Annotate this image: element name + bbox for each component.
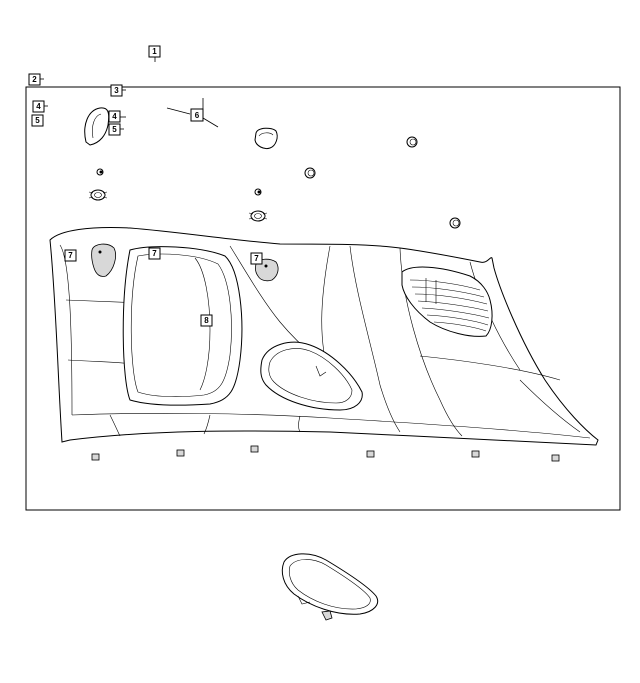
callout-labels: 1 2 3 4 5 4 5 6 <box>28 45 263 327</box>
svg-text:7: 7 <box>68 251 73 260</box>
quarter-trim-panel <box>49 227 599 446</box>
svg-text:7: 7 <box>152 249 157 258</box>
svg-text:8: 8 <box>204 316 209 325</box>
svg-text:7: 7 <box>254 254 259 263</box>
callout-4-right: 4 <box>108 110 121 123</box>
callout-2: 2 <box>28 73 41 86</box>
svg-text:6: 6 <box>195 111 200 120</box>
callout-8: 8 <box>200 314 213 327</box>
callout-6: 6 <box>190 108 204 122</box>
callout-4-left: 4 <box>32 100 45 113</box>
svg-text:5: 5 <box>35 116 40 125</box>
callout-5-right: 5 <box>108 123 121 136</box>
svg-text:1: 1 <box>152 47 157 56</box>
svg-text:4: 4 <box>36 102 41 111</box>
callout-3: 3 <box>110 84 123 97</box>
callout-5-left: 5 <box>31 114 44 127</box>
callout-7-center: 7 <box>148 247 161 260</box>
svg-text:4: 4 <box>112 112 117 121</box>
push-clips <box>88 189 268 222</box>
storage-bin-cover <box>281 553 379 621</box>
cover-cap <box>254 127 278 149</box>
callout-1: 1 <box>148 45 161 58</box>
trim-clip-large <box>84 107 110 146</box>
grommet-parts <box>96 136 461 229</box>
callout-7-right: 7 <box>250 252 263 265</box>
svg-text:3: 3 <box>114 86 119 95</box>
svg-text:5: 5 <box>112 125 117 134</box>
assembly-frame <box>25 86 621 511</box>
callout-7-left: 7 <box>64 249 77 262</box>
svg-text:2: 2 <box>32 75 37 84</box>
retainer-clips-row <box>91 445 560 462</box>
